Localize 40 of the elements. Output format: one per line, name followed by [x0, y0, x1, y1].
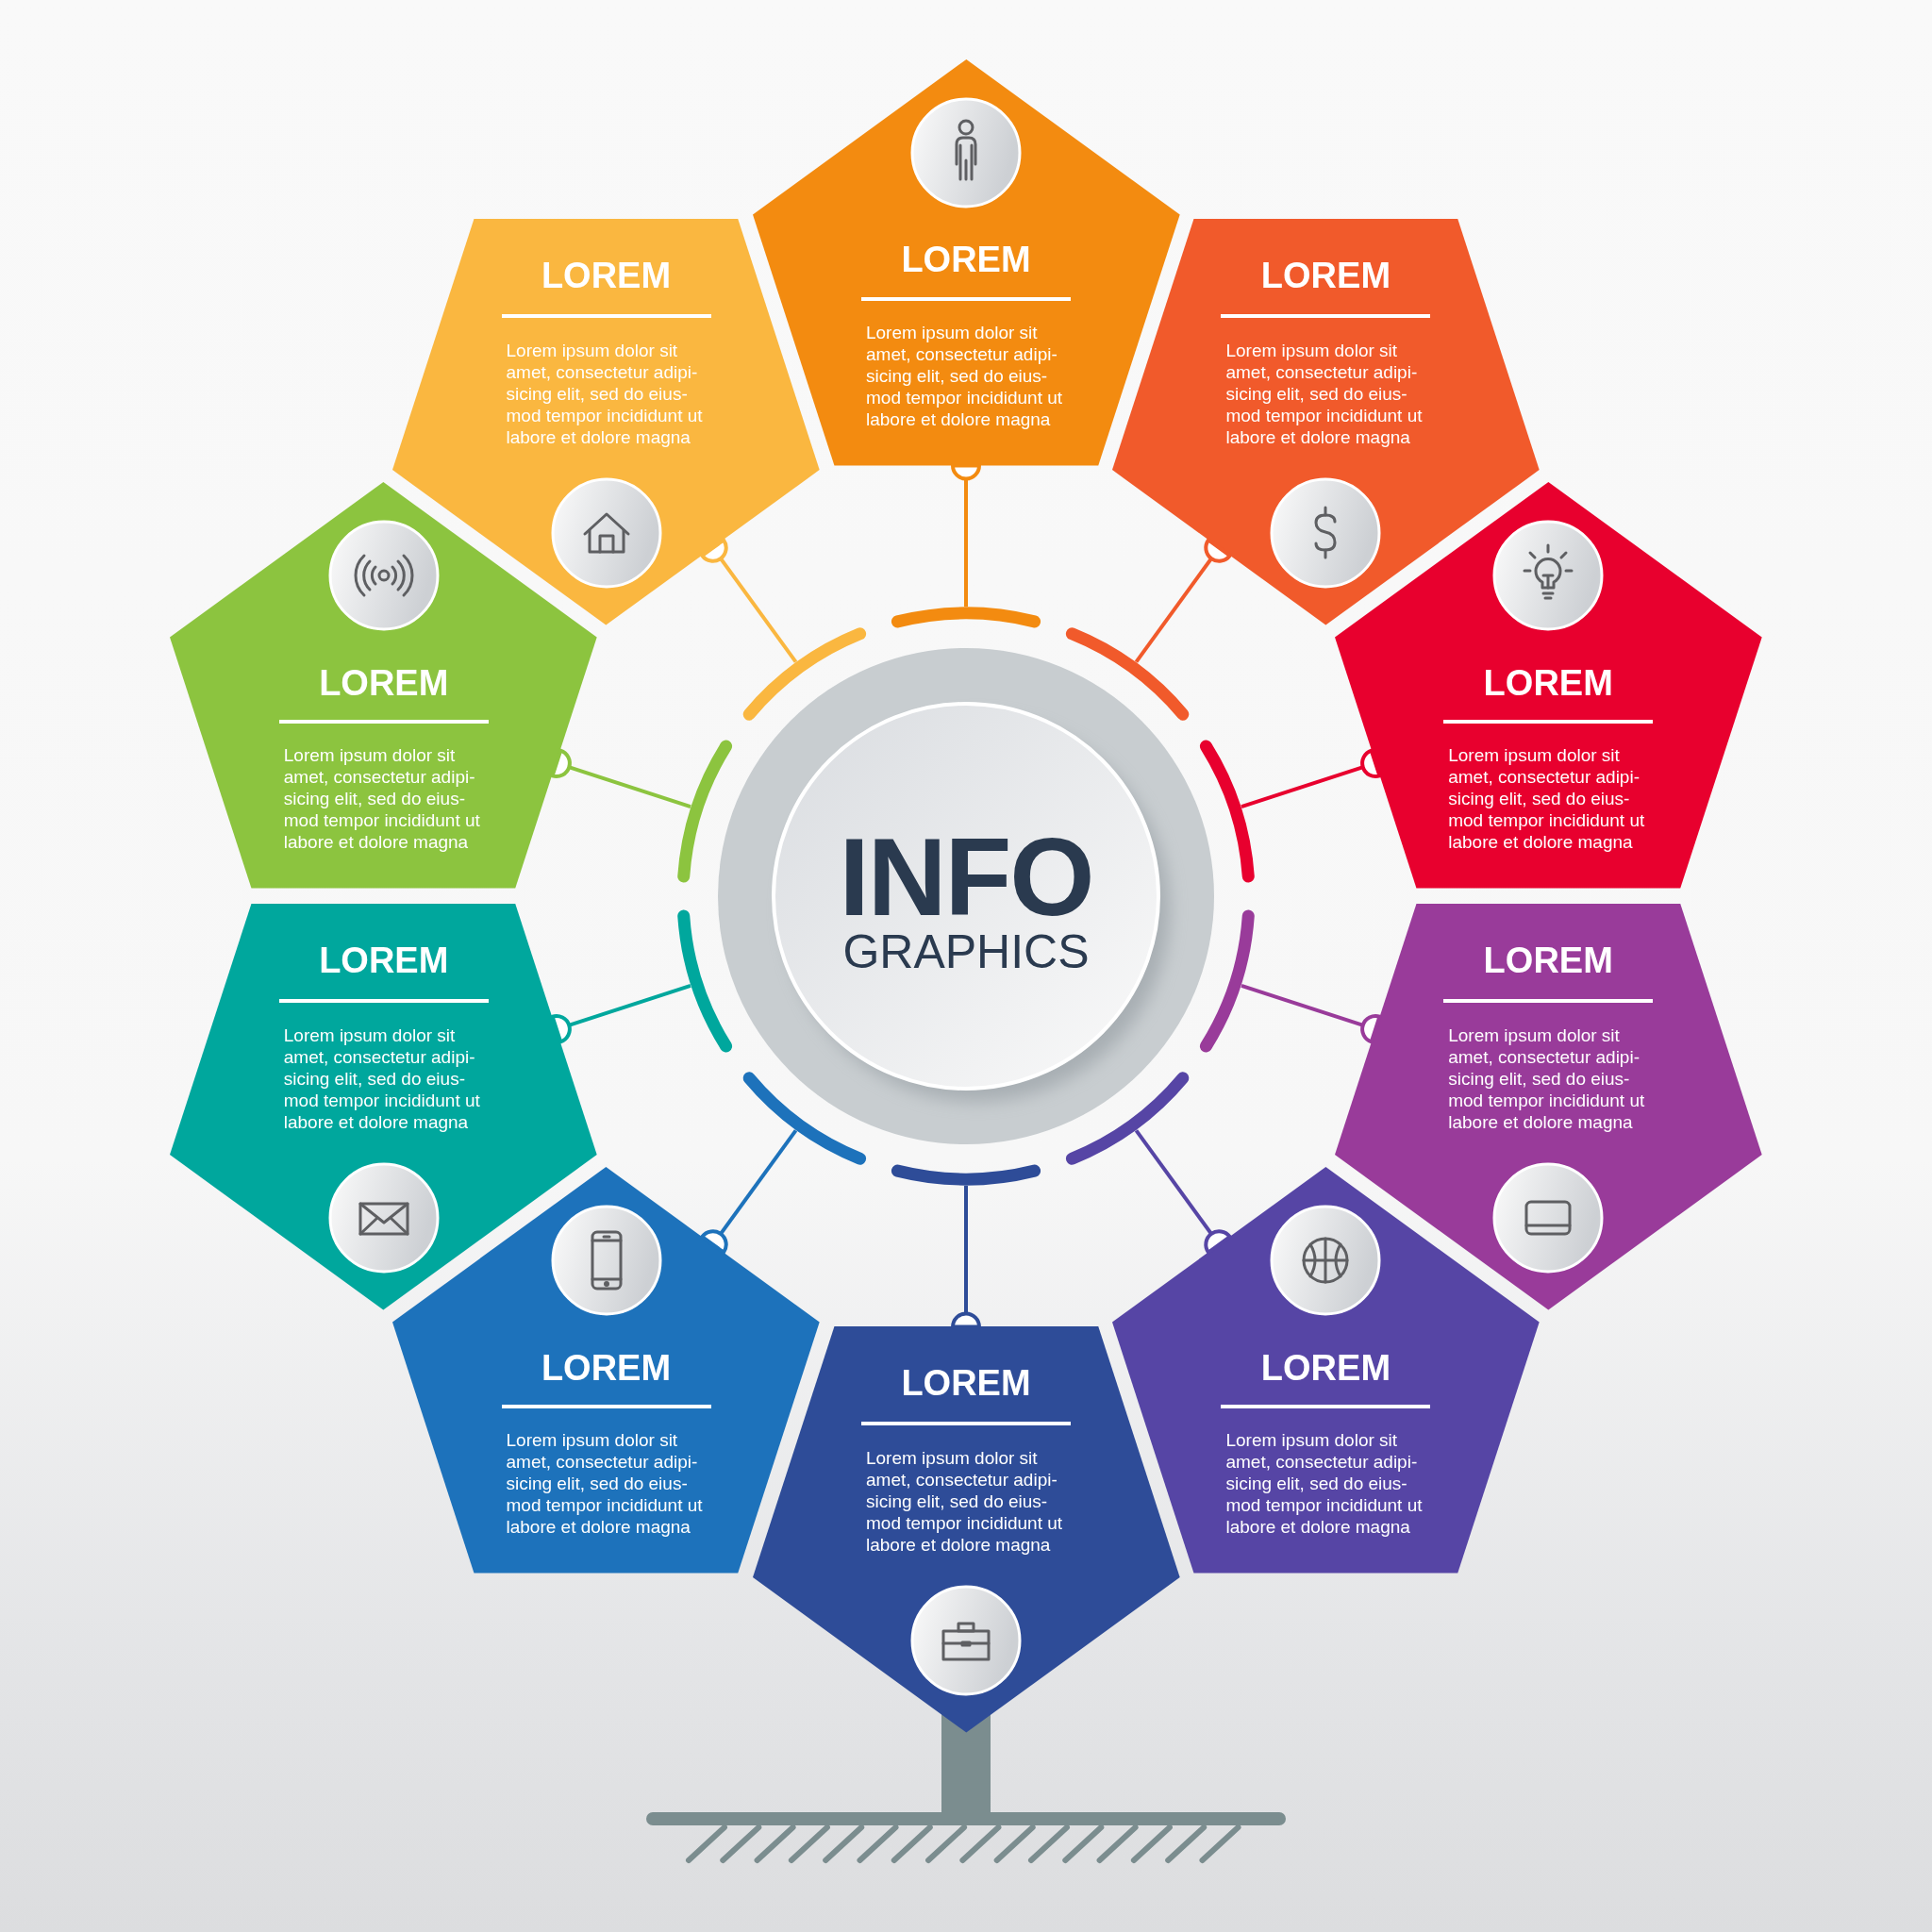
card-title: LOREM: [1260, 258, 1391, 294]
card-text: Lorem ipsum dolor sit amet, consectetur adipi- sicing elit, sed do eius- mod tempor incididunt ut labore et dolore magna: [1225, 339, 1424, 448]
connector-line: [951, 1186, 981, 1329]
pentagon-card: [1334, 904, 1762, 1310]
card-title: LOREM: [319, 664, 449, 701]
card-text: Lorem ipsum dolor sit amet, consectetur adipi- sicing elit, sed do eius- mod tempor incididunt ut labore et dolore magna: [506, 1429, 704, 1539]
card-text: Lorem ipsum dolor sit amet, consectetur adipi- sicing elit, sed do eius- mod tempor incididunt ut labore et dolore magna: [1448, 1024, 1646, 1133]
pentagon-card: [392, 219, 820, 625]
card-title: LOREM: [319, 942, 449, 978]
pentagon-card: [170, 482, 598, 889]
hub-circle: [676, 607, 1256, 1186]
card-text: Lorem ipsum dolor sit amet, consectetur adipi- sicing elit, sed do eius- mod tempor incididunt ut labore et dolore magna: [1225, 1429, 1424, 1539]
card-text: Lorem ipsum dolor sit amet, consectetur adipi- sicing elit, sed do eius- mod tempor incididunt ut labore et dolore magna: [866, 1447, 1064, 1556]
card-title: LOREM: [1260, 1349, 1391, 1386]
pentagon-card: [1334, 482, 1762, 889]
card-text: Lorem ipsum dolor sit amet, consectetur adipi- sicing elit, sed do eius- mod tempor incididunt ut labore et dolore magna: [1448, 744, 1646, 854]
connector-line: [1134, 538, 1232, 663]
connector-line: [1241, 983, 1382, 1044]
card-title: LOREM: [541, 258, 672, 294]
card-title: LOREM: [1483, 942, 1613, 978]
connector-line: [550, 983, 691, 1044]
card-title: LOREM: [541, 1349, 672, 1386]
pentagon-card: [1112, 219, 1540, 625]
pentagon-card: [752, 1326, 1180, 1733]
card-title: LOREM: [1483, 664, 1613, 701]
pentagon-card: [392, 1167, 820, 1574]
connector-line: [1134, 1129, 1232, 1255]
connector-line: [951, 463, 981, 607]
connector-line: [700, 1129, 798, 1255]
card-text: Lorem ipsum dolor sit amet, consectetur adipi- sicing elit, sed do eius- mod tempor incididunt ut labore et dolore magna: [283, 744, 481, 854]
connector-line: [700, 538, 798, 663]
card-title: LOREM: [901, 242, 1031, 278]
pentagon-card: [1112, 1167, 1540, 1574]
card-title: LOREM: [901, 1365, 1031, 1402]
connector-line: [550, 748, 691, 809]
pentagon-card: [170, 904, 598, 1310]
card-text: Lorem ipsum dolor sit amet, consectetur adipi- sicing elit, sed do eius- mod tempor incididunt ut labore et dolore magna: [283, 1024, 481, 1133]
card-text: Lorem ipsum dolor sit amet, consectetur adipi- sicing elit, sed do eius- mod tempor incididunt ut labore et dolore magna: [506, 339, 704, 448]
card-text: Lorem ipsum dolor sit amet, consectetur adipi- sicing elit, sed do eius- mod tempor incididunt ut labore et dolore magna: [866, 322, 1064, 430]
connector-line: [1241, 748, 1382, 809]
